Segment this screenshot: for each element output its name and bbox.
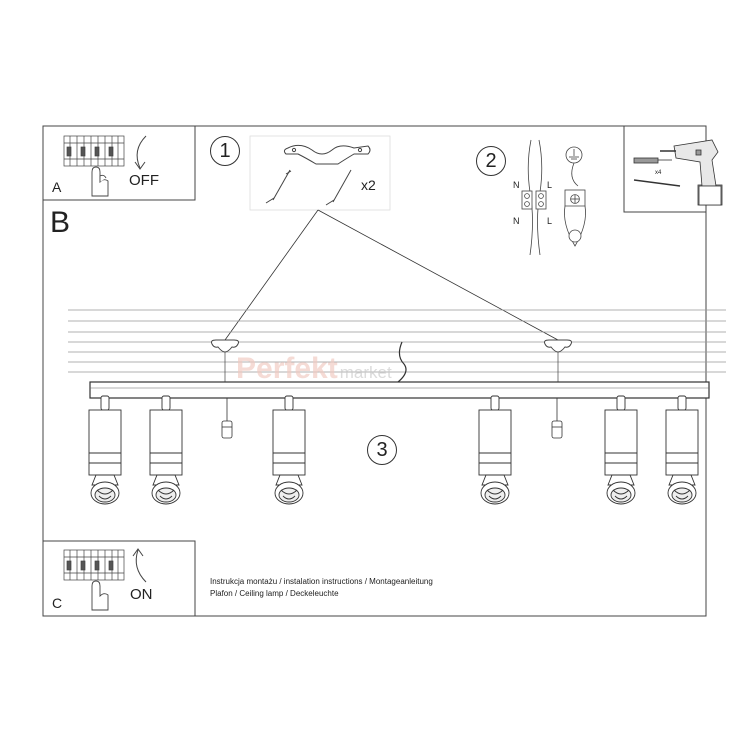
switch-off-label: OFF [129, 172, 159, 189]
spotlight-5 [604, 395, 638, 505]
tools-panel-frame [623, 125, 707, 213]
step-letter-b: B [50, 206, 71, 239]
ground-symbol-icon [564, 146, 586, 247]
step-number-3: 3 [367, 435, 397, 465]
step-letter-c: C [52, 595, 63, 611]
panel-a-frame [42, 125, 196, 201]
mounting-screw-right [551, 398, 563, 439]
screw-icon-left [265, 169, 292, 204]
ceiling-lines [68, 309, 726, 373]
spotlight-2 [149, 395, 183, 505]
ceiling-bracket-left [211, 339, 239, 382]
dowel-screw-icon [633, 157, 681, 187]
hand-icon-a [91, 166, 109, 197]
step-number-2-text: 2 [485, 149, 497, 172]
spotlights [88, 395, 699, 505]
mounting-screw-left [221, 398, 233, 439]
screw-icon-right [325, 169, 352, 206]
ceiling-bracket-right [544, 339, 572, 382]
hand-icon-c [91, 580, 109, 611]
mounting-bracket-icon [283, 144, 371, 165]
outer-frame [42, 125, 707, 617]
watermark-sub: market [339, 363, 392, 382]
step-number-1-text: 1 [219, 139, 231, 162]
power-cable [397, 341, 407, 383]
spotlight-3 [272, 395, 306, 505]
wiring-connector-icon [521, 139, 547, 256]
panel-c-frame [42, 540, 196, 617]
arrow-down-icon [134, 135, 147, 170]
breaker-panel-icon-c [63, 549, 125, 581]
caption-instructions: Instrukcja montażu / instalation instruc… [210, 577, 433, 586]
spotlight-6 [665, 395, 699, 505]
step-number-2: 2 [476, 146, 506, 176]
arrow-up-icon [132, 548, 147, 583]
drill-icon [660, 139, 723, 206]
spotlight-4 [478, 395, 512, 505]
guide-lines [224, 209, 559, 341]
caption-product: Plafon / Ceiling lamp / Deckeleuchte [210, 589, 339, 598]
dowel-quantity: x4 [655, 170, 662, 176]
live-label-bottom: L [547, 216, 553, 226]
neutral-label-top: N [513, 180, 520, 190]
spotlight-1 [88, 395, 122, 505]
watermark-brand: Perfekt [236, 352, 338, 385]
breaker-panel-icon-a [63, 135, 125, 167]
neutral-label-bottom: N [513, 216, 520, 226]
step-number-1: 1 [210, 136, 240, 166]
step-number-3-text: 3 [376, 438, 388, 461]
lamp-bar [89, 381, 710, 399]
live-label-top: L [547, 180, 553, 190]
switch-on-label: ON [130, 586, 153, 603]
step-letter-a: A [52, 179, 62, 195]
bracket-quantity: x2 [361, 177, 376, 193]
